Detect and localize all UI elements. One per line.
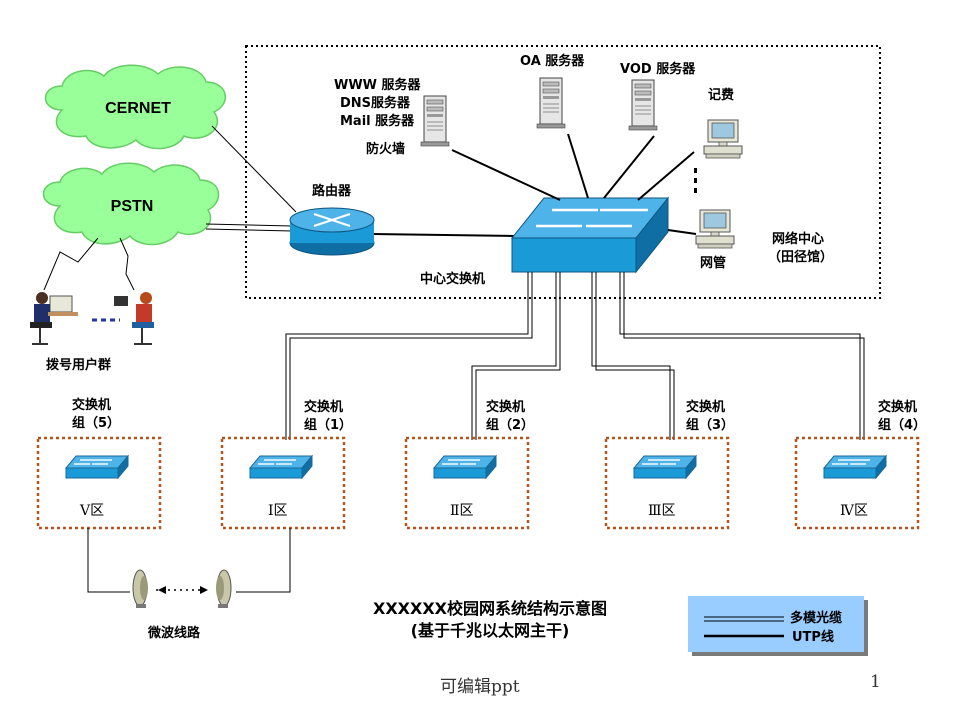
title-line-2: (基于千兆以太网主干) [410,621,570,640]
zone-3-label: Ⅲ区 [648,503,676,519]
network-center-location: （田径馆） [768,250,834,265]
cernet-router-link [211,125,297,213]
www-server-icon [420,95,450,147]
group-2-label-line2: 组（2） [486,418,535,433]
dialup-user-right-icon [114,292,154,345]
switch-group-1-icon [249,455,313,479]
legend-fiber-label: 多模光缆 [790,611,843,626]
pstn-label: PSTN [110,198,154,215]
page-number: 1 [870,672,881,692]
switch-group-4-icon [823,455,887,479]
group-1-label-line1: 交换机 [304,400,344,415]
billing-pc-icon [703,119,743,159]
microwave-dish-right-icon [216,569,232,608]
zone-5-label: Ⅴ区 [80,503,105,519]
management-label: 网管 [700,256,727,271]
microwave-label: 微波线路 [148,626,201,641]
zone-4-label: Ⅳ区 [840,503,868,519]
diagram-title: XXXXXX校园网系统结构示意图 (基于千兆以太网主干) [300,598,680,642]
mail-server-label: Mail 服务器 [340,114,415,129]
vod-server-label: VOD 服务器 [620,62,696,77]
group-3-label-line1: 交换机 [686,400,726,415]
management-pc-icon [695,209,735,249]
dns-server-label: DNS服务器 [340,96,411,111]
group-4-label-line2: 组（4） [878,418,927,433]
title-line-1: XXXXXX校园网系统结构示意图 [372,599,608,618]
vod-server-icon [628,79,658,131]
fiber-trunks [285,272,865,440]
group-1-label-line2: 组（1） [304,418,353,433]
www-server-label: WWW 服务器 [334,78,421,93]
switch-group-2-icon [433,455,497,479]
dialup-user-left-icon [30,292,78,345]
group-3-label-line2: 组（3） [686,418,735,433]
oa-server-icon [536,77,566,129]
group-5-label-line1: 交换机 [72,398,112,413]
firewall-label: 防火墙 [366,142,406,157]
network-center-name: 网络中心 [772,232,825,247]
group-2-label-line1: 交换机 [486,400,526,415]
microwave-dish-left-icon [132,569,148,608]
switch-group-3-icon [633,455,697,479]
zone-2-label: Ⅱ区 [450,503,474,519]
router-icon [289,207,375,256]
billing-label: 记费 [708,88,735,103]
oa-server-label: OA 服务器 [520,54,585,69]
network-center-boundary [245,45,881,299]
zone-1-label: Ⅰ区 [268,503,288,519]
switch-group-5-icon [65,455,129,479]
dialup-users-label: 拨号用户群 [46,358,112,373]
router-label: 路由器 [312,184,352,199]
core-switch-label: 中心交换机 [420,272,486,287]
group-4-label-line1: 交换机 [878,400,918,415]
cernet-cloud [44,64,227,150]
footer-caption: 可编辑ppt [440,677,520,697]
pstn-cloud [42,162,220,246]
more-dots [694,168,697,193]
legend-utp-label: UTP线 [792,630,834,645]
cernet-label: CERNET [105,100,171,117]
group-5-label-line2: 组（5） [72,416,121,431]
group-boxes [36,436,920,530]
core-switch-icon [510,196,670,274]
router-switch-link [373,233,515,237]
